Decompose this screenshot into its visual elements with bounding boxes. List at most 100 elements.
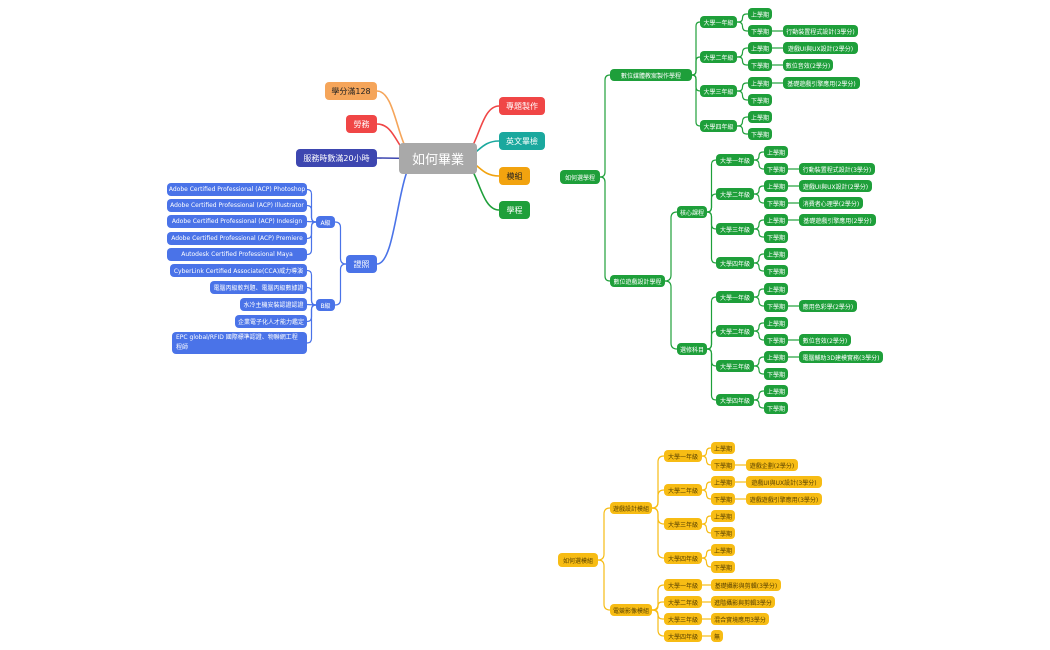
year-node[interactable]: 大學四年級	[700, 120, 737, 132]
year-node[interactable]: 大學二年級	[700, 51, 737, 63]
labor-node[interactable]: 勞務	[346, 115, 377, 133]
game-design-module[interactable]: 遊戲設計模組	[610, 502, 652, 514]
year-node[interactable]: 大學三年級	[664, 613, 702, 625]
semester-node[interactable]: 上學期	[764, 283, 788, 295]
course-node[interactable]: 無	[711, 630, 723, 642]
year-node[interactable]: 大學二年級	[716, 325, 754, 337]
core-courses[interactable]: 核心課程	[677, 206, 707, 218]
course-node[interactable]: 數位音效(2學分)	[799, 334, 851, 346]
year-node[interactable]: 大學四年級	[716, 257, 754, 269]
course-node[interactable]: 行動裝置程式設計(3學分)	[783, 25, 858, 37]
year-node[interactable]: 大學一年級	[716, 154, 754, 166]
year-node[interactable]: 大學二年級	[716, 188, 754, 200]
course-node[interactable]: 電腦輔助3D建模實務(3學分)	[799, 351, 883, 363]
sem-link	[754, 399, 764, 409]
semester-node[interactable]: 上學期	[748, 77, 772, 89]
semester-node[interactable]: 下學期	[711, 527, 735, 539]
semester-node[interactable]: 上學期	[764, 248, 788, 260]
cert-a-node[interactable]: A級	[316, 216, 335, 228]
course-node[interactable]: 消費者心理學(2學分)	[799, 197, 863, 209]
semester-node[interactable]: 上學期	[764, 385, 788, 397]
semester-node[interactable]: 上學期	[748, 42, 772, 54]
year-node[interactable]: 大學二年級	[664, 596, 702, 608]
year-node[interactable]: 大學三年級	[716, 360, 754, 372]
cert-b-item[interactable]: EPC global/RFID 國際標準認證、物聯網工程程師	[172, 332, 307, 354]
year-node[interactable]: 大學一年級	[716, 291, 754, 303]
year-node[interactable]: 大學一年級	[664, 450, 702, 462]
year-node[interactable]: 大學三年級	[716, 223, 754, 235]
semester-node[interactable]: 下學期	[764, 334, 788, 346]
semester-node[interactable]: 上學期	[711, 476, 735, 488]
game-program[interactable]: 數位遊戲設計學程	[610, 275, 665, 287]
course-node[interactable]: 遊戲UI與UX設計(2學分)	[799, 180, 872, 192]
year-node[interactable]: 大學一年級	[664, 579, 702, 591]
course-node[interactable]: 數位音效(2學分)	[783, 59, 833, 71]
credits-node[interactable]: 學分滿128	[325, 82, 377, 100]
semester-node[interactable]: 下學期	[764, 402, 788, 414]
semester-node[interactable]: 下學期	[764, 368, 788, 380]
cert-b-item[interactable]: 電腦丙級軟判題、電腦丙級數據證	[210, 281, 307, 294]
semester-node[interactable]: 下學期	[764, 265, 788, 277]
course-node[interactable]: 遊戲遊戲引擎應用(3學分)	[746, 493, 822, 505]
course-node[interactable]: 行動裝置程式設計(3學分)	[799, 163, 875, 175]
course-node[interactable]: 基礎遊戲引擎應用(2學分)	[783, 77, 860, 89]
module-node[interactable]: 模組	[499, 167, 530, 185]
course-node[interactable]: 混合實境應用3學分	[711, 613, 769, 625]
cert-node[interactable]: 證照	[346, 255, 377, 273]
semester-node[interactable]: 上學期	[711, 442, 735, 454]
year-node[interactable]: 大學四年級	[716, 394, 754, 406]
digital-program[interactable]: 數位媒體教案製作學程	[610, 69, 692, 81]
cert-b-item[interactable]: CyberLink Certified Associate(CCA)威力導演	[170, 264, 307, 277]
service-node[interactable]: 服務時數滿20小時	[296, 149, 377, 167]
course-node[interactable]: 遊戲企劃(2學分)	[746, 459, 798, 471]
semester-node[interactable]: 下學期	[748, 25, 772, 37]
semester-node[interactable]: 上學期	[748, 8, 772, 20]
semester-node[interactable]: 下學期	[711, 561, 735, 573]
semester-node[interactable]: 下學期	[764, 163, 788, 175]
semester-node[interactable]: 下學期	[711, 493, 735, 505]
cert-b-node[interactable]: B級	[316, 299, 335, 311]
course-node[interactable]: 基礎遊戲引擎應用(2學分)	[799, 214, 876, 226]
semester-node[interactable]: 上學期	[764, 317, 788, 329]
module-root[interactable]: 如何選模組	[558, 553, 598, 567]
course-node[interactable]: 遊戲UI與UX設計(3學分)	[746, 476, 822, 488]
year-node[interactable]: 大學一年級	[700, 16, 737, 28]
semester-node[interactable]: 下學期	[748, 128, 772, 140]
semester-node[interactable]: 下學期	[748, 94, 772, 106]
course-node[interactable]: 應用色彩學(2學分)	[799, 300, 857, 312]
course-node[interactable]: 進階攝影與剪輯3學分	[711, 596, 775, 608]
cert-b-item[interactable]: 企業電子化人才能力鑑定	[235, 315, 307, 328]
year-node[interactable]: 大學四年級	[664, 630, 702, 642]
semester-node[interactable]: 下學期	[764, 197, 788, 209]
cert-b-item[interactable]: 水冷主機安裝認證認證	[240, 298, 307, 311]
semester-node[interactable]: 上學期	[764, 146, 788, 158]
semester-node[interactable]: 下學期	[764, 300, 788, 312]
cert-a-item[interactable]: Adobe Certified Professional (ACP) Photo…	[167, 183, 307, 196]
cert-a-item[interactable]: Autodesk Certified Professional Maya	[167, 248, 307, 261]
english-node[interactable]: 英文畢檢	[499, 132, 545, 150]
year-node[interactable]: 大學三年級	[700, 85, 737, 97]
project-node[interactable]: 專題製作	[499, 97, 545, 115]
semester-node[interactable]: 上學期	[764, 214, 788, 226]
semester-node[interactable]: 上學期	[764, 180, 788, 192]
year-node[interactable]: 大學四年級	[664, 552, 702, 564]
semester-node[interactable]: 上學期	[711, 510, 735, 522]
film-module[interactable]: 電競影像模組	[610, 604, 652, 616]
course-node[interactable]: 基礎攝影與剪輯(3學分)	[711, 579, 781, 591]
year-node[interactable]: 大學二年級	[664, 484, 702, 496]
course-node[interactable]: 遊戲UI與UX設計(2學分)	[783, 42, 858, 54]
elective-courses[interactable]: 選修科目	[677, 343, 707, 355]
cert-a-item[interactable]: Adobe Certified Professional (ACP) Illus…	[167, 199, 307, 212]
semester-node[interactable]: 下學期	[711, 459, 735, 471]
year-node[interactable]: 大學三年級	[664, 518, 702, 530]
program-root[interactable]: 如何選學程	[560, 170, 600, 184]
program-node[interactable]: 學程	[499, 201, 530, 219]
semester-node[interactable]: 上學期	[711, 544, 735, 556]
semester-node[interactable]: 上學期	[748, 111, 772, 123]
root-node[interactable]: 如何畢業	[399, 143, 477, 174]
semester-node[interactable]: 下學期	[764, 231, 788, 243]
semester-node[interactable]: 下學期	[748, 59, 772, 71]
cert-a-item[interactable]: Adobe Certified Professional (ACP) Premi…	[167, 232, 307, 245]
cert-a-item[interactable]: Adobe Certified Professional (ACP) Indes…	[167, 215, 307, 228]
semester-node[interactable]: 上學期	[764, 351, 788, 363]
